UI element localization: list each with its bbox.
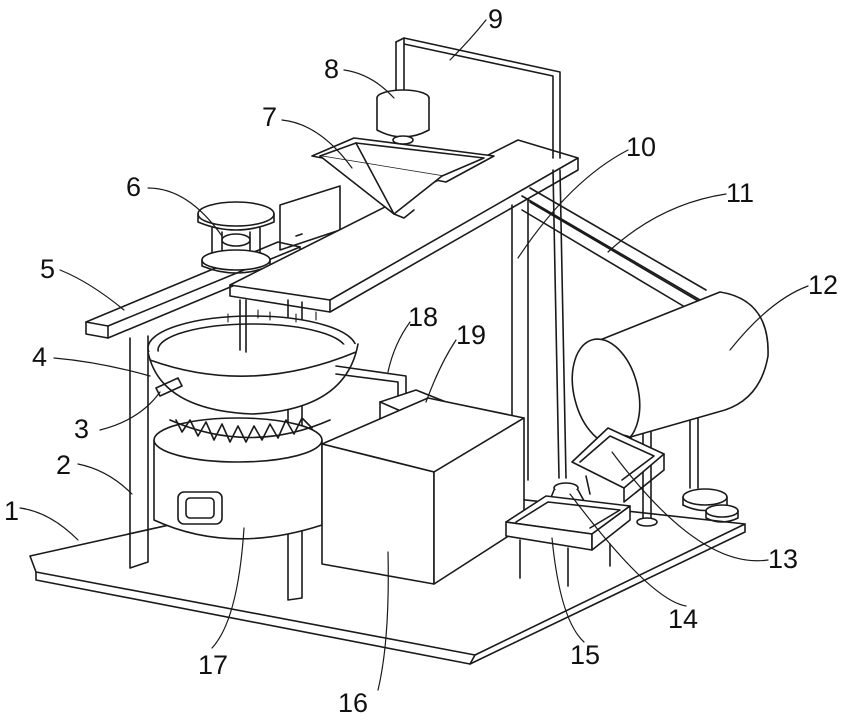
hopper-7: [311, 137, 495, 219]
label-16: 16: [338, 688, 368, 718]
top-beam: [229, 139, 579, 313]
label-19: 19: [456, 320, 486, 350]
pipe-18: [335, 365, 407, 397]
collector-box-15: [505, 495, 631, 587]
label-6: 6: [126, 172, 141, 202]
label-14: 14: [668, 604, 698, 634]
drum-12: [571, 291, 769, 446]
label-13: 13: [768, 544, 798, 574]
furnace-17: [153, 417, 331, 540]
label-8: 8: [324, 54, 339, 84]
sensor-8: [376, 89, 430, 145]
leader-lines: [19, 19, 809, 691]
label-4: 4: [32, 342, 47, 372]
label-11: 11: [726, 178, 754, 208]
label-2: 2: [56, 450, 71, 480]
label-17: 17: [198, 650, 228, 680]
label-18: 18: [408, 302, 438, 332]
overhead-arm: [395, 37, 567, 479]
tray-13: [571, 427, 665, 503]
label-7: 7: [262, 102, 277, 132]
label-1: 1: [4, 496, 19, 526]
label-10: 10: [626, 132, 656, 162]
label-12: 12: [808, 270, 838, 300]
reference-numerals: 1 2 3 4 5 6 7 8 9 10 11 12 13 14 15 16 1…: [4, 4, 838, 718]
motor-6: [197, 201, 275, 274]
label-9: 9: [488, 4, 503, 34]
label-15: 15: [570, 640, 600, 670]
cabinet-16: [321, 397, 525, 585]
label-3: 3: [74, 414, 89, 444]
bowl-4: [147, 299, 359, 415]
label-5: 5: [40, 254, 55, 284]
